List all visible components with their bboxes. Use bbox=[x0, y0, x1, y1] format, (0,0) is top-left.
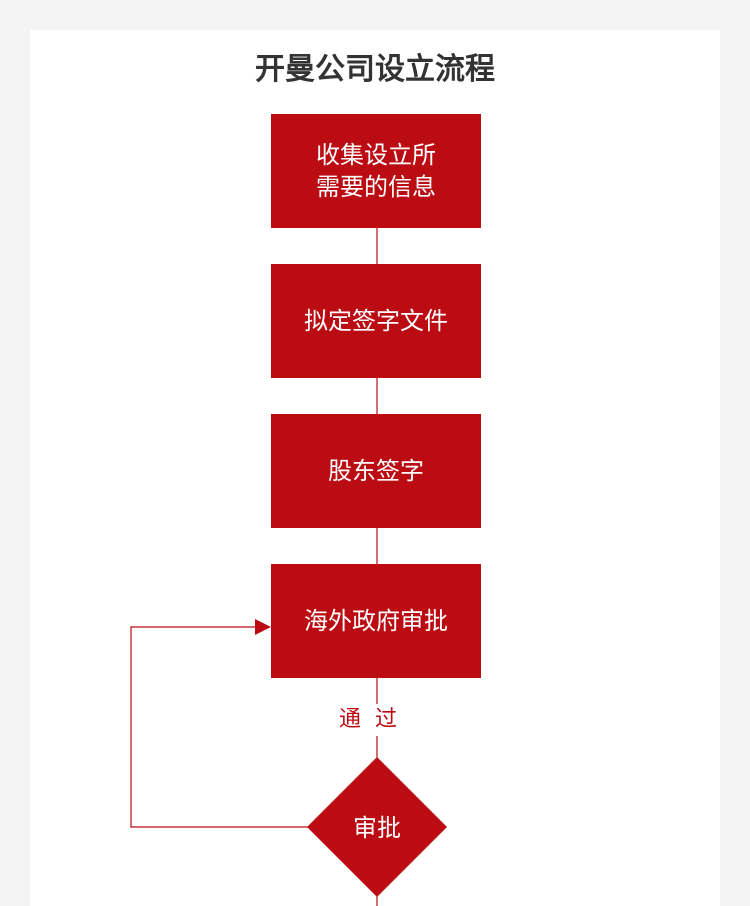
step-collect-info-line-2: 需要的信息 bbox=[316, 173, 436, 201]
step-collect-info: 收集设立所 需要的信息 bbox=[271, 114, 481, 228]
loop-back-arrowhead bbox=[255, 619, 271, 635]
decision-diamond bbox=[307, 757, 447, 897]
step-collect-info-line-1: 收集设立所 bbox=[316, 141, 436, 169]
pass-label: 通过 bbox=[330, 704, 420, 736]
step-draft-documents-label: 拟定签字文件 bbox=[304, 307, 448, 335]
diagram-title: 开曼公司设立流程 bbox=[255, 52, 495, 87]
step-shareholder-sign: 股东签字 bbox=[271, 414, 481, 528]
decision-label: 审批 bbox=[353, 814, 401, 842]
loop-back-line bbox=[130, 626, 308, 828]
step-draft-documents: 拟定签字文件 bbox=[271, 264, 481, 378]
step-government-approval: 海外政府审批 bbox=[271, 564, 481, 678]
step-government-approval-label: 海外政府审批 bbox=[304, 607, 448, 635]
step-shareholder-sign-label: 股东签字 bbox=[328, 457, 424, 485]
